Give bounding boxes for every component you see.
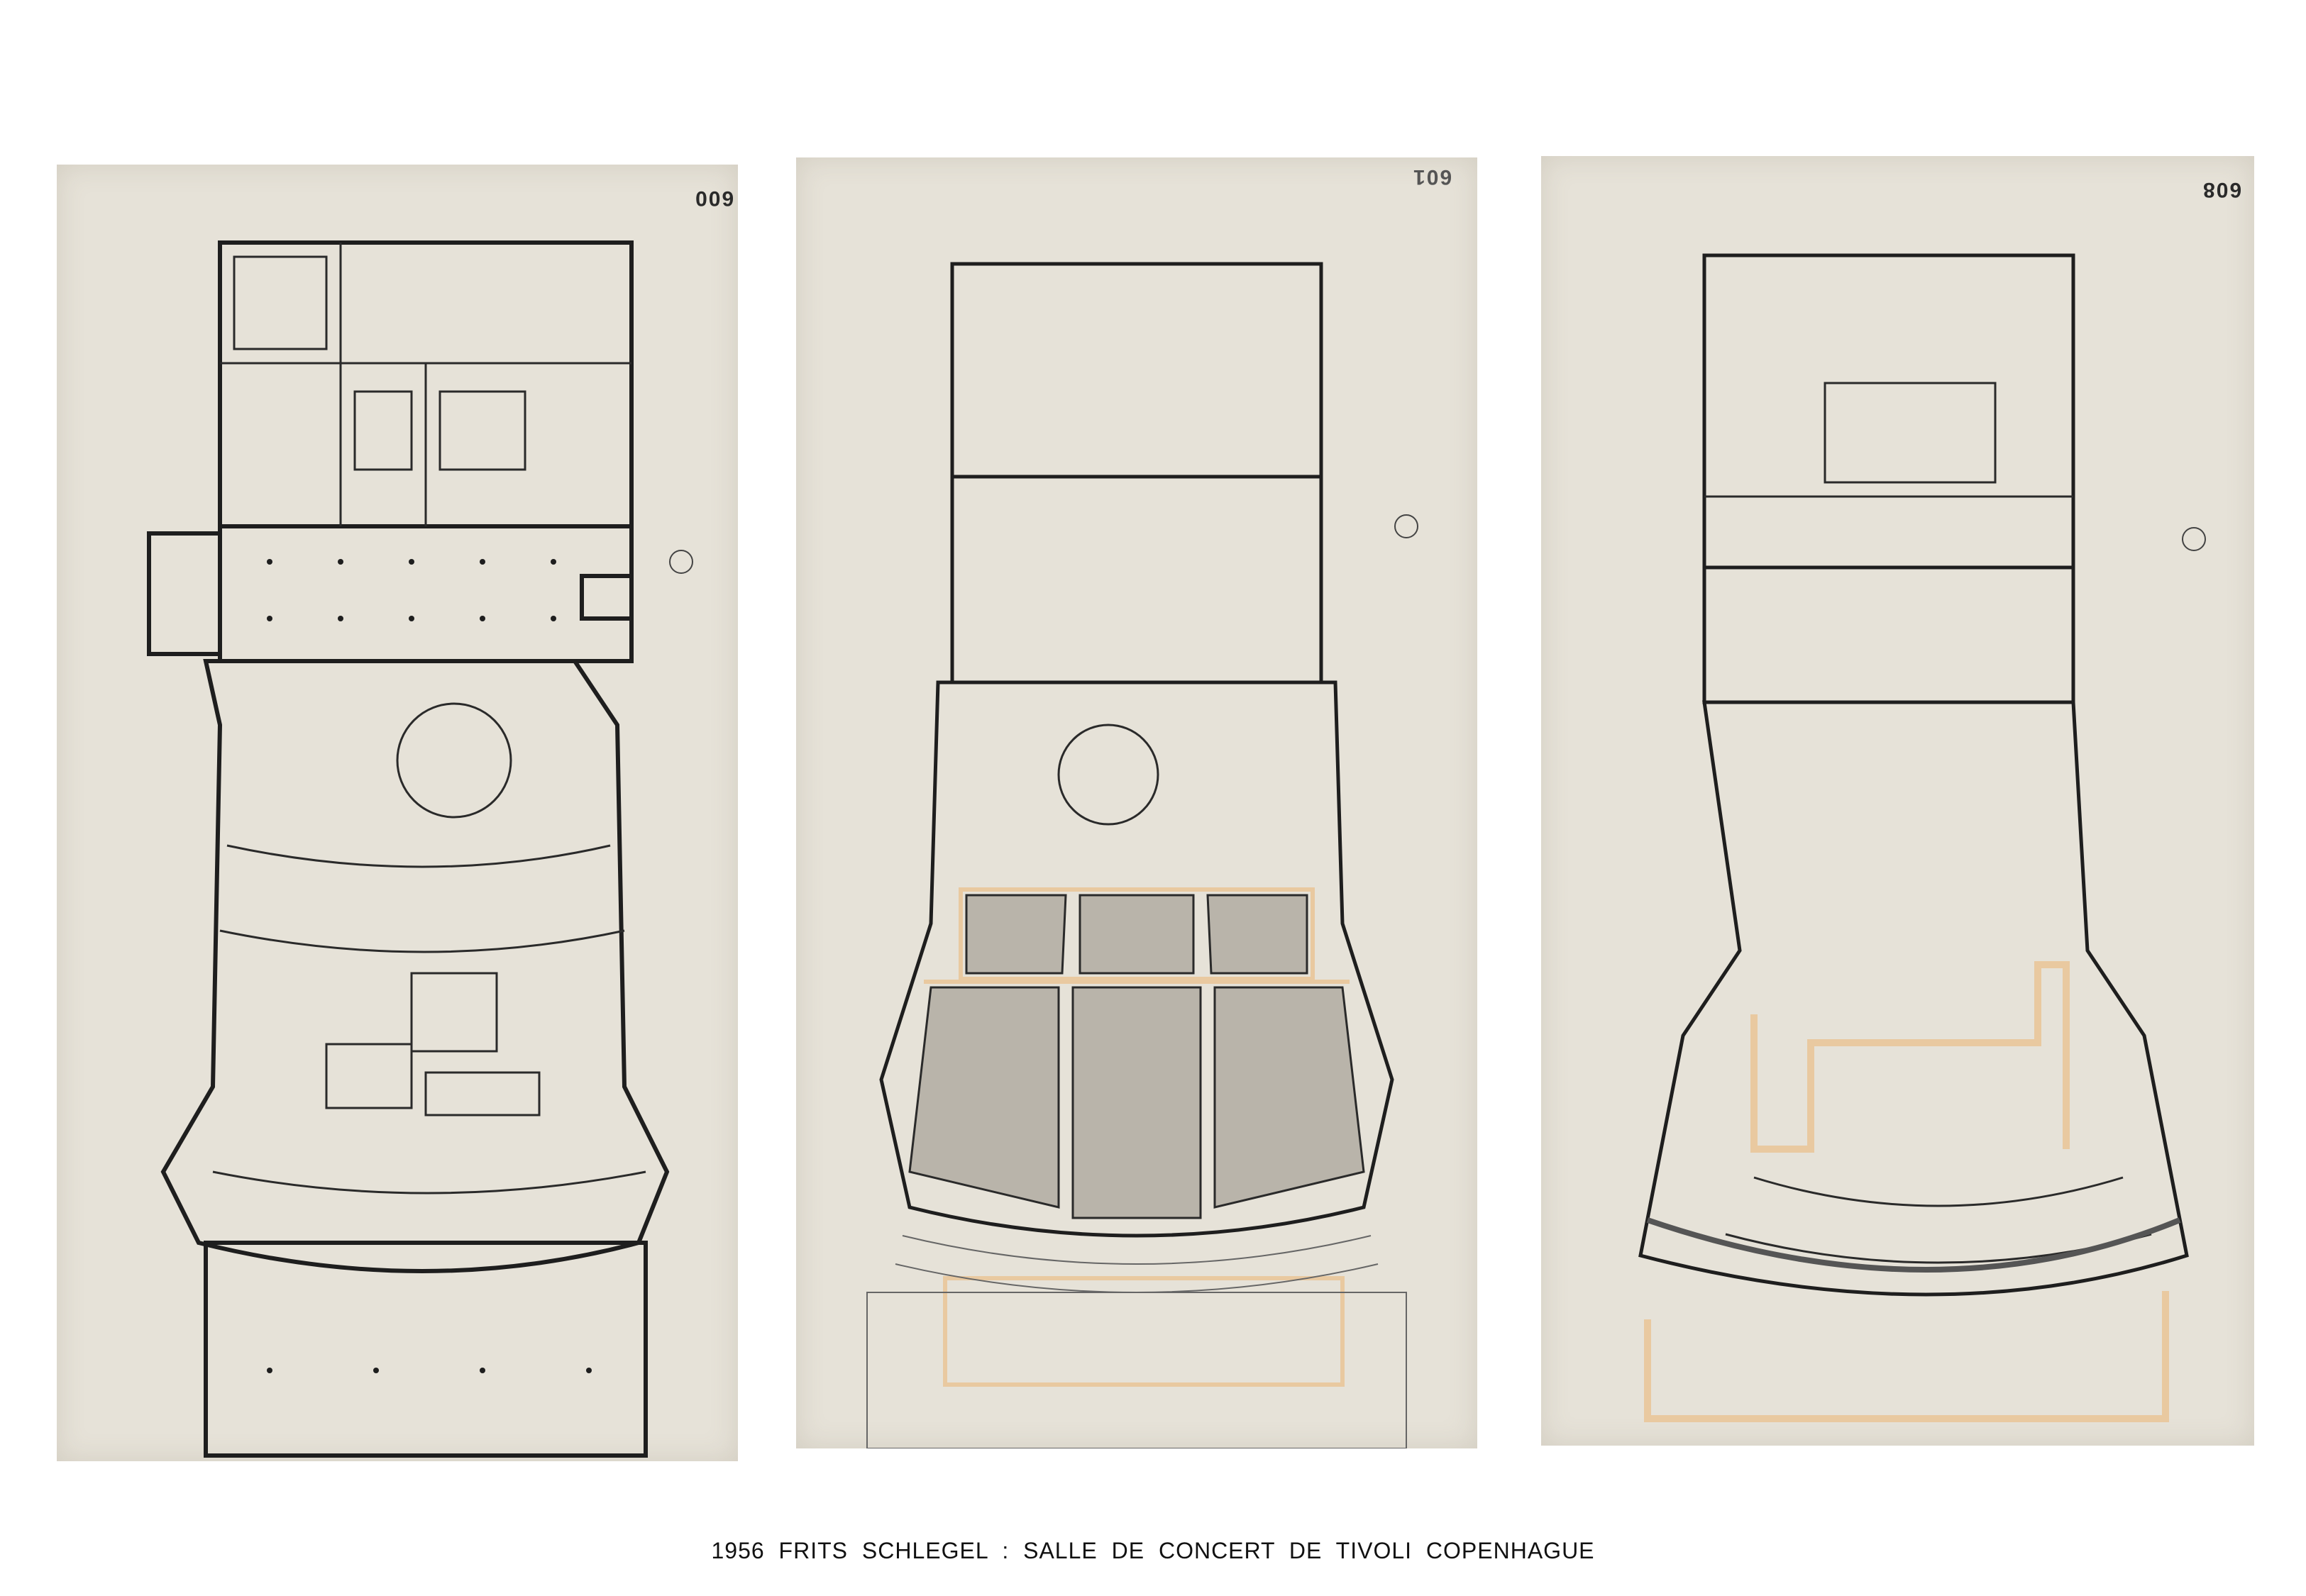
sheet-number-600: 600 (693, 187, 734, 210)
plan-sheet-601: 601 (796, 157, 1477, 1448)
upper-floor-plan-drawing-608 (1638, 253, 2206, 1422)
sheet-number-608: 608 (2201, 178, 2241, 201)
plan-sheet-600: 600 (57, 165, 738, 1461)
plan-sheet-608: 608 (1541, 156, 2254, 1446)
document-caption: 1956 FRITS SCHLEGEL : SALLE DE CONCERT D… (711, 1538, 1595, 1563)
floor-plan-drawing-600 (147, 240, 693, 1458)
auditorium-plan-drawing-601 (866, 262, 1418, 1448)
sheet-number-601: 601 (1411, 165, 1452, 189)
